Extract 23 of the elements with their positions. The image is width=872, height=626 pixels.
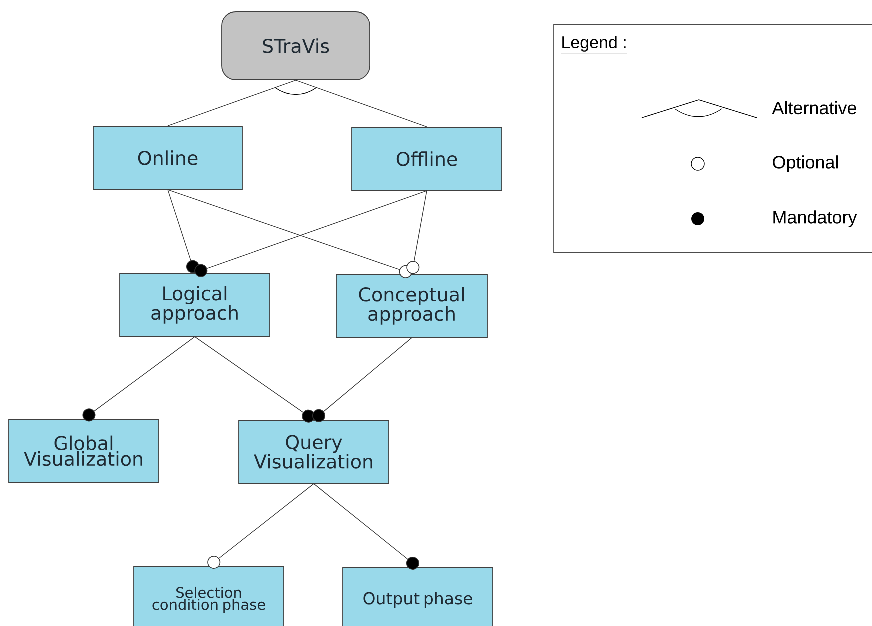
feature-box: Global Visualization [8, 419, 160, 483]
root-box: STraVis [222, 12, 370, 80]
legend-label: Mandatory [774, 210, 858, 228]
mandatory-connector [312, 338, 412, 422]
feature-box: Offline [352, 127, 502, 191]
feature-box: Conceptual approach [336, 274, 488, 338]
feature-box: Selection condition phase [134, 566, 284, 626]
mandatory-connector [82, 336, 196, 422]
feature-box: Output phase [342, 568, 494, 626]
mandatory-connector [194, 336, 316, 423]
connector [296, 80, 428, 128]
mandatory-connector [314, 484, 420, 570]
optional-connector [406, 190, 428, 274]
connector [168, 80, 296, 126]
feature-box: Online [93, 126, 243, 190]
optional-connector [208, 484, 314, 570]
legend-label: Alternative [772, 101, 856, 115]
feature-box: Logical approach [120, 273, 270, 337]
legend-label: Optional [773, 156, 838, 172]
optional-connector [168, 190, 412, 278]
legend-title: Legend : [561, 36, 628, 54]
feature-box: Query Visualization [238, 420, 390, 484]
mandatory-connector [194, 190, 428, 278]
